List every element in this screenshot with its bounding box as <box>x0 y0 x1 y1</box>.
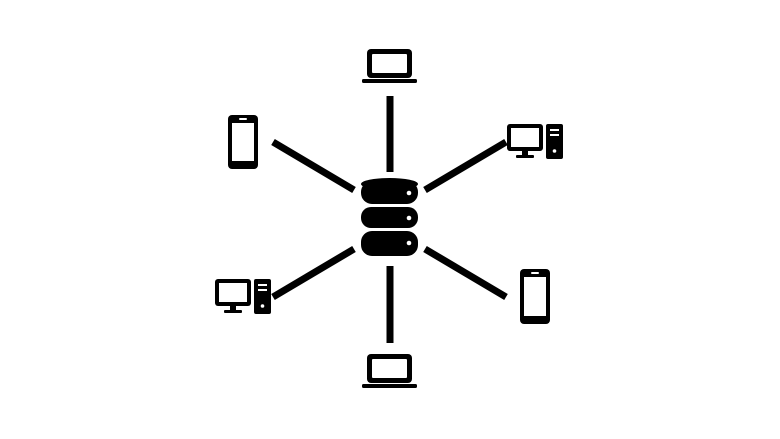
laptop-icon <box>362 354 417 388</box>
smartphone-icon <box>228 115 258 169</box>
connection-line-lower-right <box>423 245 508 301</box>
desktop-computer-icon <box>507 124 563 159</box>
connection-lines <box>271 96 508 343</box>
laptop-icon <box>362 49 417 83</box>
connection-line-upper-left <box>271 138 356 194</box>
desktop-computer-icon <box>215 279 271 314</box>
connection-line-upper-right <box>423 138 508 194</box>
smartphone-icon <box>520 269 550 324</box>
connection-line-lower-left <box>271 245 356 301</box>
database-server-icon <box>361 178 418 256</box>
